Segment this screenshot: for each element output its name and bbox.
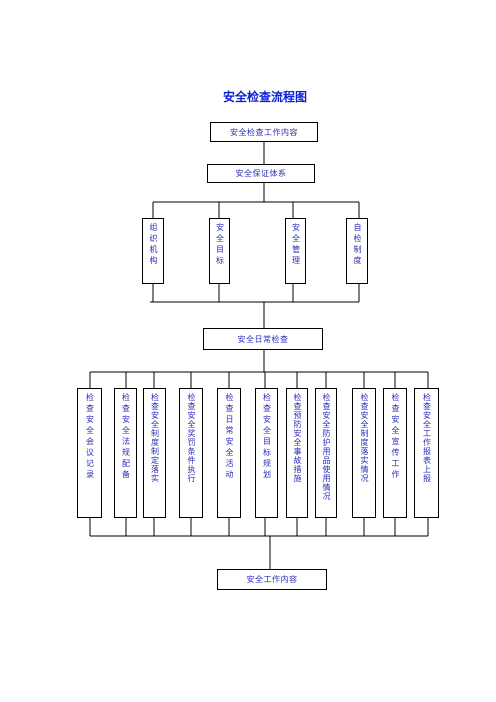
check-item-box: 检查安全法规配备 bbox=[114, 388, 137, 518]
organization-box: 组织机构 bbox=[142, 218, 164, 284]
check-item-label: 检查安全法规配备 bbox=[121, 393, 131, 481]
check-item-label: 检查安全目标规划 bbox=[262, 393, 272, 481]
check-item-label: 检查安全宣传工作 bbox=[391, 393, 400, 481]
safety-assurance-system-box: 安全保证体系 bbox=[207, 164, 315, 183]
check-item-label: 检查安全防护用品使用情况 bbox=[322, 393, 331, 501]
check-item-label: 检查日常安全活动 bbox=[225, 393, 234, 481]
page-title: 安全检查流程图 bbox=[222, 90, 307, 104]
check-item-box: 检查安全奖罚条件执行 bbox=[179, 388, 203, 518]
check-item-box: 检查安全目标规划 bbox=[255, 388, 278, 518]
safety-work-content-box: 安全工作内容 bbox=[217, 569, 327, 590]
safety-assurance-system-label: 安全保证体系 bbox=[235, 169, 287, 178]
organization-label: 组织机构 bbox=[149, 223, 158, 267]
check-item-box: 检查安全会议记录 bbox=[77, 388, 102, 518]
check-item-box: 检查安全宣传工作 bbox=[383, 388, 407, 518]
check-item-box: 检查安全工作报表上报 bbox=[414, 388, 439, 518]
check-item-box: 检查预防安全事故措施 bbox=[286, 388, 308, 518]
check-item-box: 检查安全制度落实情况 bbox=[352, 388, 376, 518]
check-item-label: 检查安全工作报表上报 bbox=[422, 393, 432, 483]
safety-goal-box: 安全目标 bbox=[209, 218, 230, 284]
daily-safety-check-label: 安全日常检查 bbox=[237, 334, 289, 344]
check-item-label: 检查安全制度落实情况 bbox=[360, 393, 369, 483]
safety-goal-label: 安全目标 bbox=[215, 223, 225, 267]
safety-inspection-work-content-label: 安全检查工作内容 bbox=[230, 127, 298, 137]
check-item-label: 检查预防安全事故措施 bbox=[293, 393, 302, 483]
check-item-box: 检查安全防护用品使用情况 bbox=[315, 388, 337, 518]
self-check-system-box: 自检制度 bbox=[346, 218, 368, 284]
safety-inspection-work-content-box: 安全检查工作内容 bbox=[210, 122, 318, 142]
check-item-label: 检查安全奖罚条件执行 bbox=[187, 393, 196, 483]
safety-work-content-label: 安全工作内容 bbox=[246, 575, 298, 584]
daily-safety-check-box: 安全日常检查 bbox=[203, 328, 323, 350]
safety-management-box: 安全管理 bbox=[285, 218, 306, 284]
check-item-label: 检查安全制度制定落实 bbox=[150, 393, 160, 483]
check-item-box: 检查安全制度制定落实 bbox=[143, 388, 166, 518]
check-item-label: 检查安全会议记录 bbox=[85, 393, 95, 481]
safety-management-label: 安全管理 bbox=[291, 223, 301, 267]
self-check-system-label: 自检制度 bbox=[353, 223, 362, 267]
check-item-box: 检查日常安全活动 bbox=[217, 388, 241, 518]
